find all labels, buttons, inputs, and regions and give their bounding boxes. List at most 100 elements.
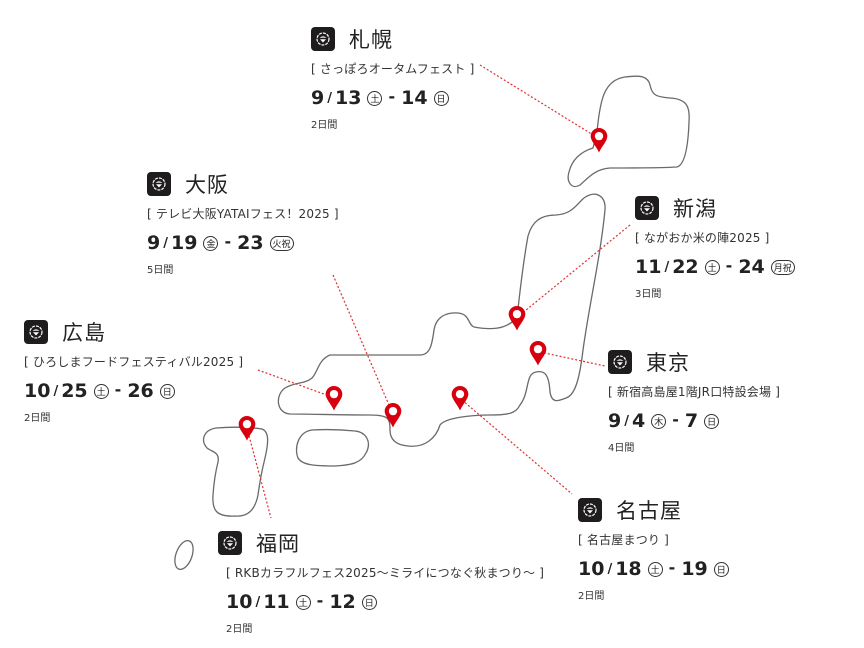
map-pin-icon-nagoya[interactable]: [451, 386, 469, 411]
event-dates: 10 / 25 土 - 26 日: [24, 379, 243, 403]
end-day: 23: [237, 232, 264, 254]
map-pin-icon-hiroshima[interactable]: [325, 386, 343, 411]
start-day: 13: [334, 87, 362, 109]
brand-logo-icon: [24, 320, 48, 344]
start-month: 11: [635, 256, 662, 278]
date-separator: /: [255, 594, 261, 610]
event-name: [ さっぽろオータムフェスト ]: [311, 62, 475, 76]
end-weekday-badge: 月祝: [770, 259, 795, 275]
date-separator: /: [163, 235, 168, 251]
leader-line-nagoya: [461, 399, 573, 495]
start-weekday-badge: 金: [203, 235, 219, 251]
event-duration: 5日間: [147, 265, 174, 276]
city-name: 広島: [62, 321, 106, 345]
event-duration: 2日間: [226, 624, 253, 635]
brand-logo-icon: [311, 27, 335, 51]
start-month: 10: [226, 591, 253, 613]
start-month: 9: [311, 87, 325, 109]
venue-tokyo[interactable]: 東京 [ 新宿高島屋1階JR口特設会場 ] 9 / 4 木 - 7 日 4日間: [608, 347, 780, 454]
range-dash: -: [224, 231, 232, 251]
brand-logo-icon: [635, 196, 659, 220]
event-duration: 3日間: [635, 289, 662, 300]
start-day: 22: [672, 256, 699, 278]
city-name: 福岡: [256, 532, 300, 556]
start-weekday-badge: 土: [647, 561, 663, 577]
venue-nagoya[interactable]: 名古屋 [ 名古屋まつり ] 10 / 18 土 - 19 日 2日間: [578, 495, 729, 602]
brand-logo-icon: [147, 172, 171, 196]
event-name: [ RKBカラフルフェス2025～ミライにつなぐ秋まつり～ ]: [226, 566, 545, 580]
range-dash: -: [668, 557, 676, 577]
leader-line-sapporo: [479, 64, 599, 139]
start-weekday-badge: 土: [295, 594, 311, 610]
map-pin-icon-tokyo[interactable]: [529, 341, 547, 366]
venue-sapporo[interactable]: 札幌 [ さっぽろオータムフェスト ] 9 / 13 土 - 14 日 2日間: [311, 24, 474, 131]
map-pin-icon-niigata[interactable]: [508, 306, 526, 331]
event-name: [ テレビ大阪YATAIフェス！2025 ]: [147, 207, 339, 221]
leader-line-niigata: [519, 224, 631, 316]
end-weekday-badge: 日: [361, 594, 377, 610]
range-dash: -: [114, 379, 122, 399]
date-separator: /: [53, 383, 59, 399]
event-dates: 10 / 18 土 - 19 日: [578, 557, 729, 581]
honshu-outline: [277, 193, 606, 447]
end-weekday-badge: 日: [433, 90, 449, 106]
start-weekday-badge: 木: [651, 413, 667, 429]
end-weekday-badge: 火祝: [269, 235, 294, 251]
event-dates: 9 / 13 土 - 14 日: [311, 86, 474, 110]
leader-line-fukuoka: [247, 431, 272, 519]
event-name: [ ながおか米の陣2025 ]: [635, 231, 770, 245]
brand-logo-icon: [218, 531, 242, 555]
city-name: 東京: [646, 351, 690, 375]
start-month: 10: [578, 558, 605, 580]
end-day: 24: [738, 256, 765, 278]
shikoku-outline: [295, 428, 370, 467]
end-day: 7: [684, 410, 699, 432]
start-weekday-badge: 土: [704, 259, 720, 275]
event-name: [ 名古屋まつり ]: [578, 533, 669, 547]
start-day: 18: [615, 558, 642, 580]
map-pin-icon-osaka[interactable]: [384, 403, 402, 428]
end-weekday-badge: 日: [159, 383, 175, 399]
end-weekday-badge: 日: [713, 561, 729, 577]
event-duration: 4日間: [608, 443, 635, 454]
start-weekday-badge: 土: [367, 90, 383, 106]
event-duration: 2日間: [24, 413, 51, 424]
leader-line-osaka: [332, 274, 393, 413]
leader-line-hiroshima: [257, 369, 333, 398]
venue-hiroshima[interactable]: 広島 [ ひろしまフードフェスティバル2025 ] 10 / 25 土 - 26…: [24, 317, 243, 424]
hokkaido-outline: [567, 75, 690, 188]
brand-logo-icon: [578, 498, 602, 522]
city-name: 大阪: [185, 173, 229, 197]
date-separator: /: [327, 90, 332, 106]
range-dash: -: [316, 590, 324, 610]
event-dates: 9 / 4 木 - 7 日: [608, 409, 780, 433]
date-separator: /: [664, 259, 670, 275]
event-duration: 2日間: [578, 591, 605, 602]
end-day: 12: [329, 591, 356, 613]
event-name: [ ひろしまフードフェスティバル2025 ]: [24, 355, 244, 369]
venue-niigata[interactable]: 新潟 [ ながおか米の陣2025 ] 11 / 22 土 - 24 月祝 3日間: [635, 193, 795, 300]
date-separator: /: [624, 413, 629, 429]
end-day: 26: [127, 380, 154, 402]
end-day: 14: [401, 87, 428, 109]
event-dates: 10 / 11 土 - 12 日: [226, 590, 544, 614]
range-dash: -: [725, 255, 733, 275]
start-day: 11: [263, 591, 290, 613]
island-outline: [174, 539, 194, 571]
venue-fukuoka[interactable]: 福岡 [ RKBカラフルフェス2025～ミライにつなぐ秋まつり～ ] 10 / …: [218, 528, 544, 635]
brand-logo-icon: [608, 350, 632, 374]
start-month: 9: [147, 232, 161, 254]
start-day: 19: [170, 232, 198, 254]
city-name: 新潟: [673, 197, 717, 221]
start-weekday-badge: 土: [93, 383, 109, 399]
date-separator: /: [607, 561, 613, 577]
event-duration: 2日間: [311, 120, 338, 131]
start-month: 10: [24, 380, 51, 402]
venue-osaka[interactable]: 大阪 [ テレビ大阪YATAIフェス！2025 ] 9 / 19 金 - 23 …: [147, 169, 339, 276]
city-name: 札幌: [349, 28, 393, 52]
map-pin-icon-sapporo[interactable]: [590, 128, 608, 153]
start-month: 9: [608, 410, 622, 432]
city-name: 名古屋: [616, 499, 682, 523]
range-dash: -: [672, 409, 679, 429]
